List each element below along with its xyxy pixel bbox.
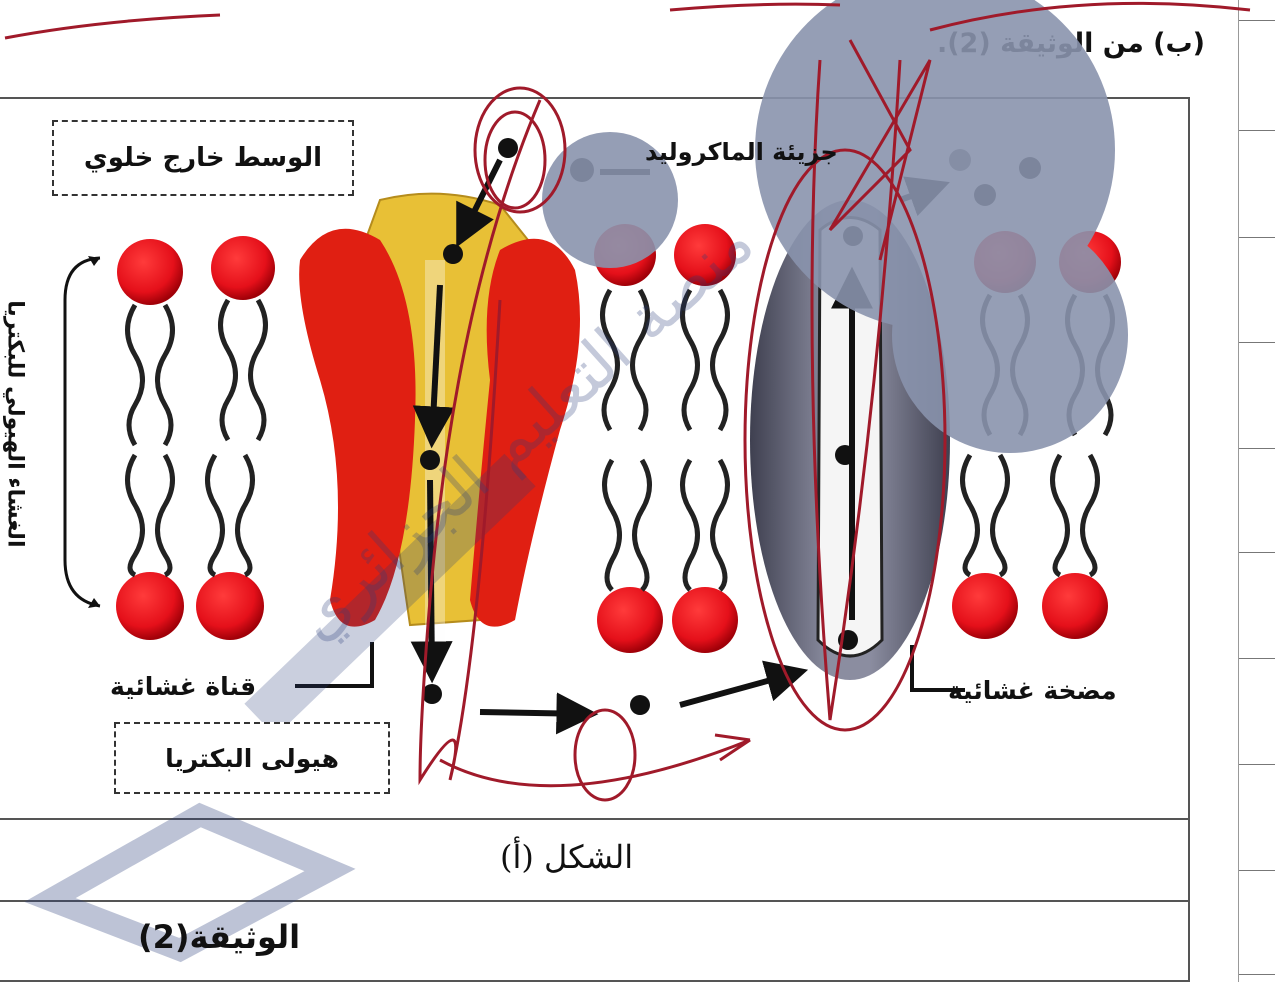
extracellular-label-box: الوسط خارج خلوي <box>52 120 354 196</box>
membrane-pump-label: مضخة غشائية <box>948 676 1117 705</box>
document-caption: الوثيقة(2) <box>138 918 300 956</box>
cytoplasm-label-box: هيولى البكتريا <box>114 722 390 794</box>
cytoplasm-label: هيولى البكتريا <box>165 744 339 773</box>
macrolide-label: جزيئة الماكروليد <box>645 138 838 166</box>
membrane-bracket <box>65 256 100 608</box>
membrane-channel-label: قناة غشائية <box>110 672 256 701</box>
membrane-vertical-label: الغشاء الهيولي للبكتريا <box>3 318 28 548</box>
figure-caption: الشكل (أ) <box>500 838 633 876</box>
extracellular-label: الوسط خارج خلوي <box>84 143 322 173</box>
phospholipid-group-left <box>116 236 275 640</box>
